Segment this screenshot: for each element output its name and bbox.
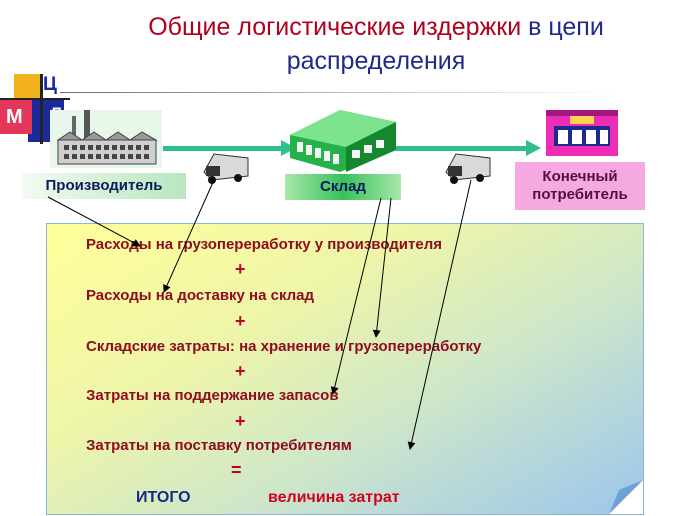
- node-consumer-line1: Конечный: [542, 168, 618, 185]
- node-warehouse: Склад: [285, 174, 401, 200]
- cml-logo: Ц М Л: [0, 74, 70, 144]
- cost-line-1: Расходы на грузопереработку у производит…: [86, 236, 443, 253]
- shop-icon: [546, 110, 618, 156]
- title-part-blue: в цепи распределения: [286, 13, 604, 75]
- total-label: ИТОГО: [136, 489, 191, 506]
- truck-icon-2: [445, 153, 491, 184]
- plus-sign-3: +: [235, 361, 246, 381]
- slide-title: Общие логистические издержки в цепи расп…: [96, 10, 656, 78]
- logo-letter-c: Ц: [43, 74, 57, 95]
- warehouse-icon: [290, 110, 396, 172]
- node-producer: Производитель: [22, 173, 186, 199]
- plus-sign-4: +: [235, 411, 246, 431]
- logo-letter-m: М: [6, 106, 23, 128]
- plus-sign-2: +: [235, 311, 246, 331]
- plus-sign-1: +: [235, 259, 246, 279]
- page-curl: [609, 480, 643, 514]
- cost-note-panel: [46, 223, 644, 515]
- flow-arrow-1: [163, 140, 296, 156]
- cost-line-3: Складские затраты: на хранение и грузопе…: [86, 338, 482, 355]
- cost-line-5: Затраты на поставку потребителям: [86, 437, 352, 454]
- flow-arrow-2: [396, 140, 541, 156]
- title-part-red: Общие логистические издержки: [148, 13, 522, 41]
- node-consumer: Конечный потребитель: [515, 162, 645, 210]
- cost-line-4: Затраты на поддержание запасов: [86, 387, 339, 404]
- total-value: величина затрат: [268, 489, 400, 506]
- truck-icon-1: [203, 153, 249, 184]
- node-consumer-line2: потребитель: [532, 186, 628, 203]
- factory-icon: [50, 110, 162, 168]
- cost-line-2: Расходы на доставку на склад: [86, 287, 315, 304]
- title-divider: [60, 92, 620, 93]
- equals-sign: =: [231, 460, 242, 480]
